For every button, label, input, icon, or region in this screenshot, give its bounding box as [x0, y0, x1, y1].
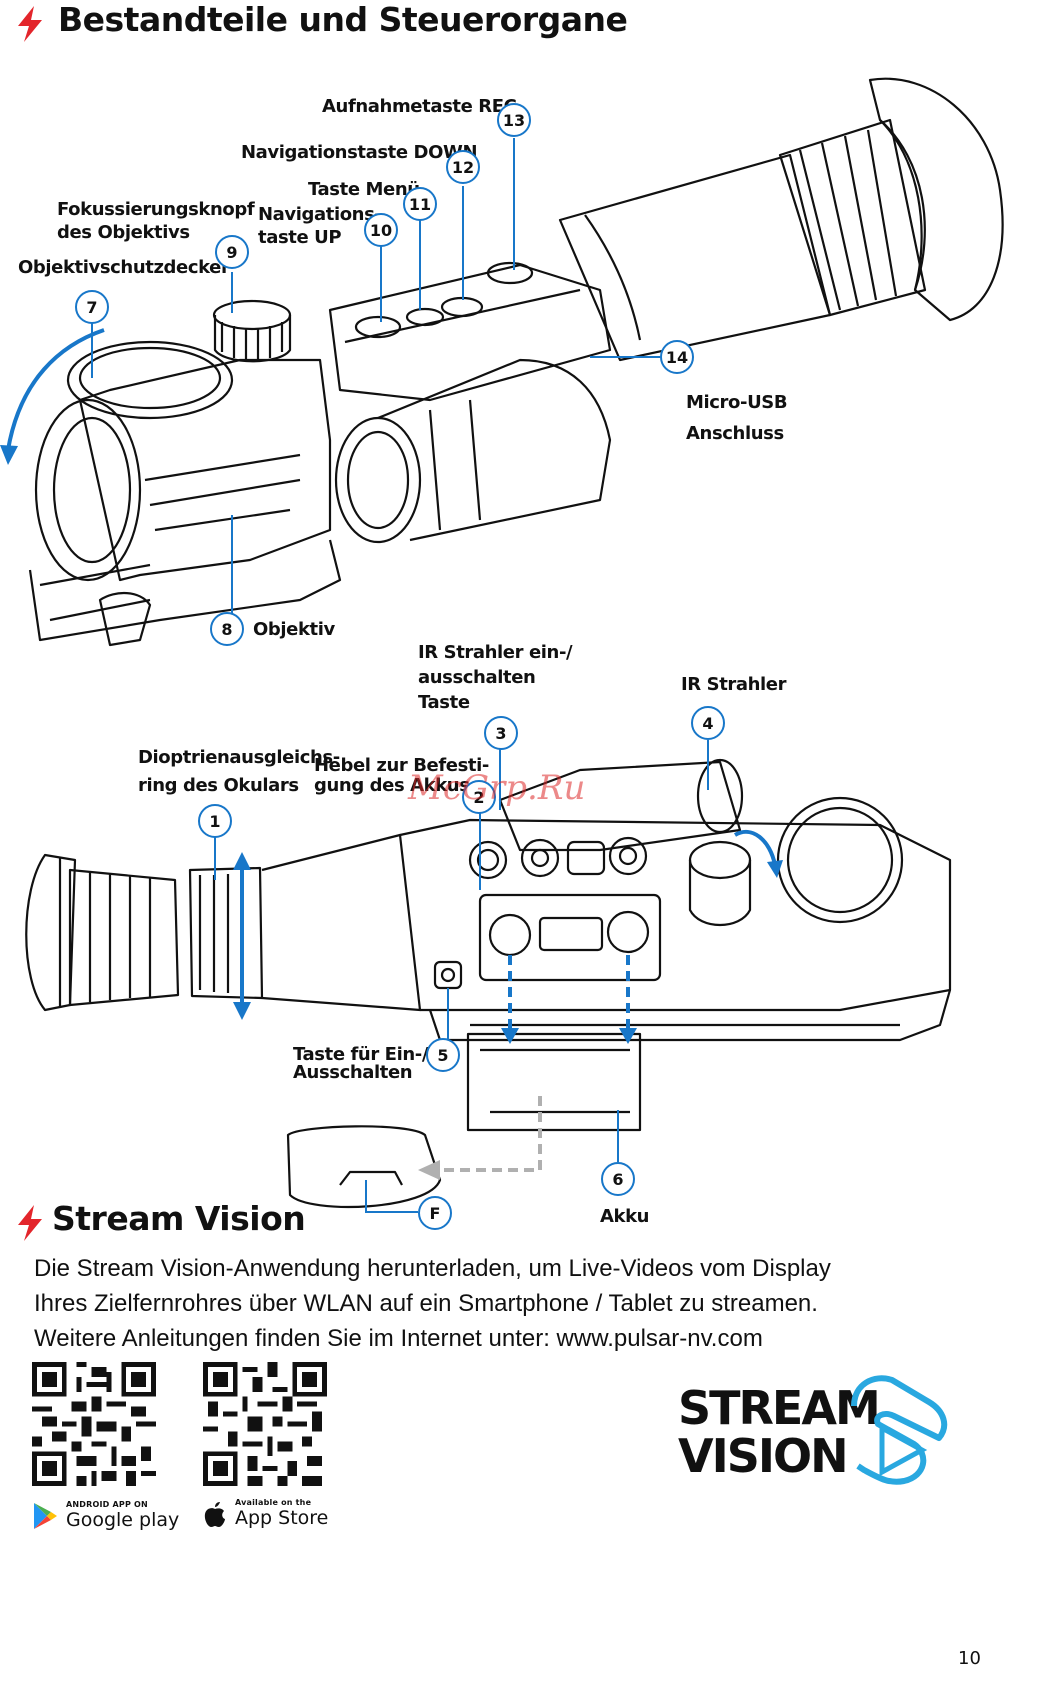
label-focus-knob-1: Fokussierungsknopf [57, 199, 255, 220]
label-battery: Akku [600, 1206, 650, 1227]
description-line-3: Weitere Anleitungen finden Sie im Intern… [34, 1325, 763, 1352]
google-play-badge[interactable]: ANDROID APP ON Google play [32, 1500, 179, 1531]
label-diopter-2: ring des Okulars [138, 775, 299, 796]
badge-f: F [418, 1196, 452, 1230]
label-ir-switch-2: ausschalten [418, 667, 536, 688]
page-number: 10 [958, 1648, 981, 1669]
badge-1: 1 [198, 804, 232, 838]
stream-vision-logo-icon [851, 1375, 948, 1485]
logo-line-1: STREAM [678, 1381, 881, 1435]
badge-3: 3 [484, 716, 518, 750]
badge-11: 11 [403, 187, 437, 221]
label-power-button-1: Taste für Ein-/ [293, 1044, 429, 1065]
logo-line-2: VISION [678, 1429, 849, 1483]
badge-9: 9 [215, 235, 249, 269]
label-battery-lever-1: Hebel zur Befesti- [314, 755, 489, 776]
badge-8: 8 [210, 612, 244, 646]
label-ir-switch-3: Taste [418, 692, 470, 713]
label-battery-lever-2: gung des Akkus [314, 775, 470, 796]
description-line-2: Ihres Zielfernrohres über WLAN auf ein S… [34, 1290, 818, 1317]
lightning-icon [18, 1205, 42, 1241]
qr-code-google-play[interactable] [32, 1362, 156, 1486]
label-diopter-1: Dioptrienausgleichs- [138, 747, 340, 768]
stream-vision-logo-text: STREAM VISION [678, 1381, 881, 1483]
watermark: McGrp.Ru [408, 768, 586, 808]
badge-2: 2 [462, 780, 496, 814]
label-record-button: Aufnahmetaste REC [322, 96, 517, 117]
label-nav-up-1: Navigations- [258, 204, 382, 225]
description-line-1: Die Stream Vision-Anwendung herunterlade… [34, 1255, 831, 1282]
badge-13: 13 [497, 103, 531, 137]
stream-vision-description: Die Stream Vision-Anwendung herunterlade… [34, 1251, 1034, 1356]
label-focus-knob-2: des Objektivs [57, 222, 190, 243]
badge-12: 12 [446, 150, 480, 184]
label-nav-up-2: taste UP [258, 227, 342, 248]
google-play-icon [34, 1502, 57, 1529]
app-store-small-text: Available on the [235, 1498, 312, 1507]
badge-4: 4 [691, 706, 725, 740]
app-store-big-text: App Store [235, 1507, 329, 1529]
badge-5: 5 [426, 1038, 460, 1072]
label-menu-button: Taste Menü [308, 179, 420, 200]
label-ir-illuminator: IR Strahler [681, 674, 787, 695]
device-side-illustration [25, 740, 952, 1213]
badge-10: 10 [364, 213, 398, 247]
badge-7: 7 [75, 290, 109, 324]
app-store-badge[interactable]: Available on the App Store [203, 1498, 328, 1529]
lightning-icon [18, 6, 42, 42]
label-power-button-2: Ausschalten [293, 1062, 413, 1083]
label-usb-1: Micro-USB [686, 392, 788, 413]
label-usb-2: Anschluss [686, 423, 784, 444]
badge-14: 14 [660, 340, 694, 374]
google-play-small-text: ANDROID APP ON [66, 1500, 148, 1509]
badge-6: 6 [601, 1162, 635, 1196]
section-title-components: Bestandteile und Steuerorgane [58, 0, 628, 39]
section-title-stream-vision: Stream Vision [52, 1199, 306, 1238]
label-lens-cap: Objektivschutzdeckel [18, 257, 227, 278]
qr-code-app-store[interactable] [203, 1362, 327, 1486]
label-ir-switch-1: IR Strahler ein-/ [418, 642, 573, 663]
device-top-illustration [0, 77, 1004, 647]
apple-icon [204, 1501, 225, 1527]
google-play-big-text: Google play [66, 1509, 180, 1531]
label-nav-down: Navigationstaste DOWN [241, 142, 478, 163]
label-lens: Objektiv [253, 619, 335, 640]
